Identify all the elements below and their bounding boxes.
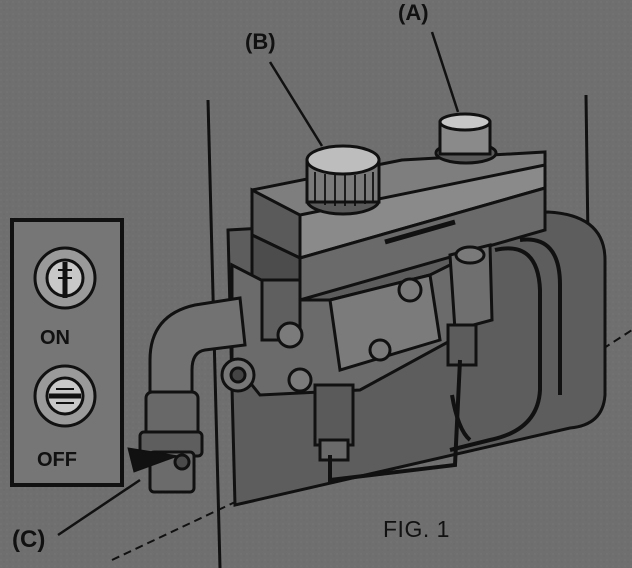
on-off-inset [10,218,124,487]
figure-caption: FIG. 1 [383,516,450,542]
valve-manifold [230,243,494,462]
pilot-tubing [328,237,562,483]
label-c: (C) [12,526,46,553]
off-dial-icon [33,364,97,428]
valve-body [250,150,547,303]
label-a: (A) [398,0,429,25]
on-label: ON [40,327,70,349]
on-dial-icon [33,246,97,310]
button-a [434,112,498,165]
side-screw [220,357,256,393]
pointer-c-arrow [57,447,180,537]
label-b: (B) [245,29,276,54]
knob-b [305,144,381,216]
off-label: OFF [37,449,77,471]
leader-lines [268,31,460,147]
